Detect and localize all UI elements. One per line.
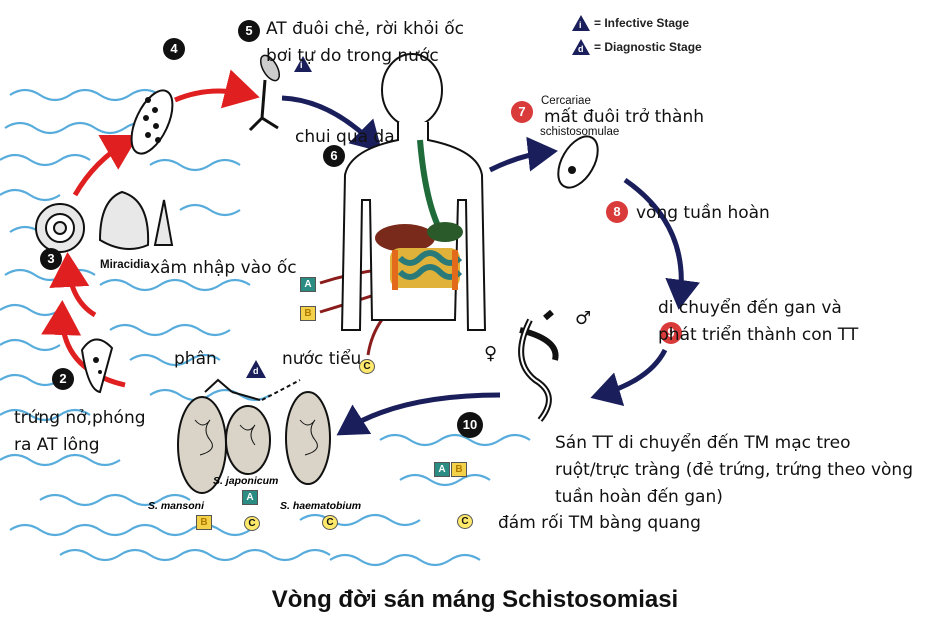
infective-triangle-icon bbox=[294, 56, 312, 72]
urine-label: nước tiểu bbox=[282, 349, 362, 369]
female-symbol: ♀ bbox=[484, 343, 498, 364]
step-10-badge: 10 bbox=[457, 412, 483, 438]
egg-drawings bbox=[177, 391, 331, 494]
legend-infective-icon bbox=[572, 15, 590, 31]
diagnostic-letter: d bbox=[253, 366, 259, 376]
badge-c-step10: C bbox=[457, 514, 473, 529]
s-mansoni-label: S. mansoni bbox=[148, 500, 205, 512]
egg-pointer-lines bbox=[204, 378, 301, 401]
step-6-badge: 6 bbox=[323, 145, 345, 167]
diagnostic-triangle-icon bbox=[246, 360, 266, 378]
step5-label: AT đuôi chẻ, rời khỏi ốc bbox=[266, 19, 464, 39]
step-8-badge: 8 bbox=[606, 201, 628, 223]
badge-b-body: B bbox=[300, 306, 316, 321]
cercariae-label: Cercariae bbox=[541, 95, 591, 107]
red-cycle-arrows bbox=[41, 69, 260, 388]
badge-c-japonicum: C bbox=[244, 516, 260, 531]
stool-label: phân bbox=[174, 349, 217, 369]
legend-diagnostic-letter: d bbox=[578, 44, 584, 54]
badge-c-body: C bbox=[359, 359, 375, 374]
badge-a-body: A bbox=[300, 277, 316, 292]
miracidium-drawing bbox=[80, 338, 114, 394]
schistosomulum-drawing bbox=[557, 135, 599, 189]
badge-a-step10: A bbox=[434, 462, 450, 477]
step-3-badge: 3 bbox=[40, 248, 62, 270]
male-symbol: ♂ bbox=[575, 308, 592, 329]
organs bbox=[375, 139, 463, 290]
legend-infective-label: = Infective Stage bbox=[594, 16, 690, 30]
step10-label-line3: tuần hoàn đến gan) bbox=[555, 487, 723, 507]
badge-b-mansoni: B bbox=[196, 515, 212, 530]
step-7-badge: 7 bbox=[511, 101, 533, 123]
step10-label-line2: ruột/trực tràng (đẻ trứng, trứng theo vò… bbox=[555, 460, 913, 480]
badge-b-step10: B bbox=[451, 462, 467, 477]
step10-label-line1: Sán TT di chuyển đến TM mạc treo bbox=[555, 433, 851, 453]
legend-diagnostic-label: = Diagnostic Stage bbox=[594, 40, 702, 54]
diagram-caption: Vòng đời sán máng Schistosomiasi bbox=[271, 586, 679, 613]
step6-label: chui qua da bbox=[295, 127, 395, 147]
step-4-badge: 4 bbox=[163, 38, 185, 60]
water-waves bbox=[0, 88, 531, 567]
sporocyst-drawing bbox=[130, 89, 174, 155]
step-5-badge: 5 bbox=[238, 20, 260, 42]
s-japonicum-label: S. japonicum bbox=[213, 475, 279, 487]
legend-infective-letter: i bbox=[579, 20, 582, 30]
legend-diagnostic-icon bbox=[572, 39, 590, 55]
snail-drawings bbox=[35, 190, 174, 253]
infective-letter: i bbox=[300, 60, 303, 70]
miracidia-label: Miracidia bbox=[100, 259, 150, 271]
human-body bbox=[340, 53, 487, 331]
cercaria-drawing bbox=[248, 54, 281, 132]
step7-label: mất đuôi trở thành bbox=[544, 107, 705, 127]
badge-c-haematobium: C bbox=[322, 515, 338, 530]
badge-a-japonicum: A bbox=[242, 490, 258, 505]
schistosomulae-label: schistosomulae bbox=[540, 126, 620, 138]
step-2-badge: 2 bbox=[52, 368, 74, 390]
step2-label-line1: trứng nở,phóng bbox=[14, 408, 146, 428]
navy-cycle-arrows bbox=[281, 95, 700, 436]
step3-label: xâm nhập vào ốc bbox=[150, 258, 297, 278]
step9-label-line2: phát triển thành con TT bbox=[658, 325, 859, 345]
plexus-label: đám rối TM bàng quang bbox=[498, 513, 701, 533]
step2-label-line2: ra AT lông bbox=[14, 435, 100, 455]
step5-label-line2: bơi tự do trong nước bbox=[266, 46, 439, 66]
step9-label-line1: di chuyển đến gan và bbox=[658, 298, 842, 318]
step-9-badge: 9 bbox=[660, 322, 682, 344]
s-haematobium-label: S. haematobium bbox=[280, 500, 362, 512]
step8-label: vòng tuần hoàn bbox=[636, 203, 770, 223]
